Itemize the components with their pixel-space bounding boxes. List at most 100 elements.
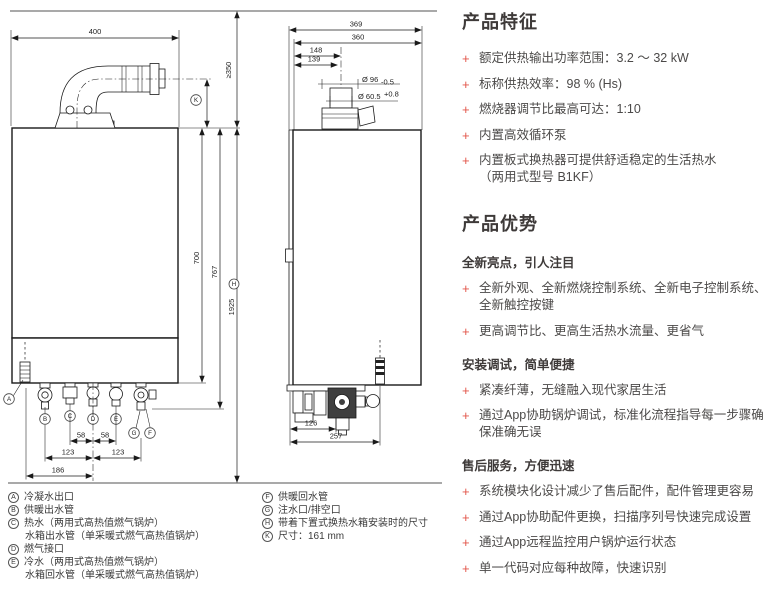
- dim-flue-inner-dia: Ø 60.5: [358, 92, 381, 101]
- features-title: 产品特征: [462, 12, 538, 32]
- advantage-text: 全新外观、全新燃烧控制系统、全新电子控制系统、全新触控按键: [479, 281, 767, 312]
- dim-58-right: 58: [101, 431, 109, 440]
- advantage-text: 系统模块化设计减少了售后配件，配件管理更容易: [479, 484, 755, 498]
- dim-257: 257: [330, 432, 343, 441]
- dim-top-clearance: ≥350: [224, 62, 233, 79]
- condensate-side: [375, 340, 385, 385]
- callout-badge-c: C: [8, 518, 19, 529]
- callout-badge-h: H: [262, 518, 273, 529]
- callout-k: K: [190, 94, 202, 106]
- advantage-item: + 系统模块化设计减少了售后配件，配件管理更容易: [462, 483, 768, 500]
- callout-badge-a: A: [8, 492, 19, 503]
- dim-58-left: 58: [77, 431, 85, 440]
- advantage-text: 更高调节比、更高生活热水流量、更省气: [479, 323, 705, 338]
- connection-valves: [37, 382, 157, 411]
- advantage-subtitle: 全新亮点，引人注目: [462, 256, 575, 270]
- feature-item: + 内置高效循环泵: [462, 127, 768, 144]
- product-info-panel: 产品特征 + 额定供热输出功率范围：3.2 ～ 32 kW + 标称供热效率：9…: [462, 8, 768, 585]
- legend-item-e: E 冷水（两用式高热值燃气锅炉）: [8, 556, 254, 569]
- feature-text-line: （两用式型号 B1KF）: [479, 170, 602, 184]
- legend-text: 冷水（两用式高热值燃气锅炉）: [24, 557, 164, 568]
- advantage-text: 通过App远程监控用户锅炉运行状态: [479, 535, 677, 549]
- boiler-side-body: [292, 129, 422, 386]
- legend-text: 供暖出水管: [24, 505, 74, 516]
- advantage-item: + 通过App协助锅炉调试，标准化流程指导每一步骤确保准确无误: [462, 407, 768, 441]
- dim-flue-inner-tol: +0.8: [384, 90, 399, 99]
- callout-g: G: [128, 427, 140, 439]
- dim-height-connections: 767: [210, 266, 219, 279]
- callout-badge-f: F: [262, 492, 273, 503]
- svg-text:F: F: [148, 430, 152, 437]
- legend-item-f: F 供暖回水管: [262, 491, 457, 504]
- dim-flue-outer-dia: Ø 96: [362, 75, 378, 84]
- legend-text: 注水口/排空口: [278, 505, 341, 516]
- svg-text:B: B: [43, 416, 47, 423]
- plus-bullet: +: [462, 51, 470, 66]
- feature-text: 燃烧器调节比最高可达：1:10: [479, 102, 641, 116]
- advantage-text: 单一代码对应每种故障，快速识别: [479, 560, 667, 575]
- legend-text: 供暖回水管: [278, 492, 328, 503]
- advantage-item: + 单一代码对应每种故障，快速识别: [462, 560, 768, 577]
- advantage-item: + 通过App远程监控用户锅炉运行状态: [462, 534, 768, 551]
- boiler-front-body: [11, 127, 179, 339]
- legend-text: 带着下置式换热水箱安装时的尺寸: [278, 518, 428, 529]
- wall-bracket: [285, 248, 294, 263]
- advantage-item: + 更高调节比、更高生活热水流量、更省气: [462, 323, 768, 340]
- advantage-item: + 全新外观、全新燃烧控制系统、全新电子控制系统、全新触控按键: [462, 280, 768, 314]
- plus-bullet: +: [462, 127, 470, 143]
- legend-text: 冷凝水出口: [24, 492, 74, 503]
- legend-item-a: A 冷凝水出口: [8, 491, 254, 504]
- legend-item-b: B 供暖出水管: [8, 504, 254, 517]
- feature-text-line: 内置板式换热器可提供舒适稳定的生活热水: [479, 153, 717, 167]
- plus-bullet: +: [462, 509, 470, 525]
- feature-item: + 燃烧器调节比最高可达：1:10: [462, 101, 768, 118]
- feature-item: + 内置板式换热器可提供舒适稳定的生活热水 （两用式型号 B1KF）: [462, 152, 768, 186]
- front-view: 400 ≥350 K 700 767 1925 H: [3, 11, 240, 483]
- advantages-title: 产品优势: [462, 214, 538, 234]
- legend-column-1: A 冷凝水出口 B 供暖出水管 C 热水（两用式高热值燃气锅炉） 水箱出水管（单…: [8, 491, 254, 582]
- legend-item-c: C 热水（两用式高热值燃气锅炉）: [8, 517, 254, 530]
- plus-bullet: +: [462, 153, 470, 168]
- boiler-front-connection-strip: [11, 337, 179, 384]
- legend-text: 热水（两用式高热值燃气锅炉）: [24, 518, 164, 529]
- callout-a: A: [3, 393, 15, 405]
- side-view: 369 360 148 139 Ø 96 -0.5 Ø 60.5 +0.8: [285, 20, 423, 446]
- svg-text:A: A: [7, 396, 12, 403]
- plus-bullet: +: [462, 535, 470, 550]
- legend-item-k: K 尺寸：161 mm: [262, 530, 457, 543]
- boiler-dimension-drawing: 400 ≥350 K 700 767 1925 H: [3, 10, 442, 484]
- feature-item: + 标称供热效率：98 % (Hs): [462, 76, 768, 93]
- callout-f: F: [144, 427, 156, 439]
- callout-b: B: [39, 413, 51, 425]
- dim-body-height: 700: [192, 252, 201, 265]
- dim-front-width: 400: [89, 27, 102, 36]
- dim-flue-outer-tol: -0.5: [381, 78, 394, 87]
- dim-123-right: 123: [112, 448, 125, 457]
- dim-flue-offset-outer: 148: [310, 46, 323, 55]
- callout-h: H: [228, 278, 240, 290]
- plus-bullet: +: [462, 484, 470, 499]
- legend-item-h: H 带着下置式换热水箱安装时的尺寸: [262, 517, 457, 530]
- legend-text-continued: 水箱出水管（单采暖式燃气高热值锅炉）: [25, 531, 205, 542]
- legend-text: 尺寸：161 mm: [278, 531, 345, 542]
- feature-text: 内置板式换热器可提供舒适稳定的生活热水 （两用式型号 B1KF）: [479, 152, 768, 186]
- dim-flue-offset-inner: 139: [308, 55, 321, 64]
- flue-stub-side: [321, 87, 376, 130]
- legend-item-g: G 注水口/排空口: [262, 504, 457, 517]
- condensate-trap: [19, 342, 31, 383]
- svg-text:H: H: [232, 281, 236, 288]
- dim-126: 126: [305, 419, 318, 428]
- flue-centerline: [76, 78, 213, 128]
- advantage-text: 通过App协助配件更换，扫描序列号快速完成设置: [479, 509, 752, 524]
- callout-badge-k: K: [262, 531, 273, 542]
- callout-badge-d: D: [8, 544, 19, 555]
- legend-item-d: D 燃气接口: [8, 543, 254, 556]
- technical-drawings: 400 ≥350 K 700 767 1925 H: [0, 0, 460, 492]
- hydraulic-assembly: [286, 384, 380, 436]
- plus-bullet: +: [462, 408, 470, 423]
- advantage-text: 紧凑纤薄，无缝融入现代家居生活: [479, 382, 667, 397]
- svg-text:G: G: [132, 430, 137, 437]
- dim-123-left: 123: [62, 448, 75, 457]
- dim-depth-overall: 369: [350, 20, 363, 29]
- legend-text-continued: 水箱回水管（单采暖式燃气高热值锅炉）: [25, 570, 205, 581]
